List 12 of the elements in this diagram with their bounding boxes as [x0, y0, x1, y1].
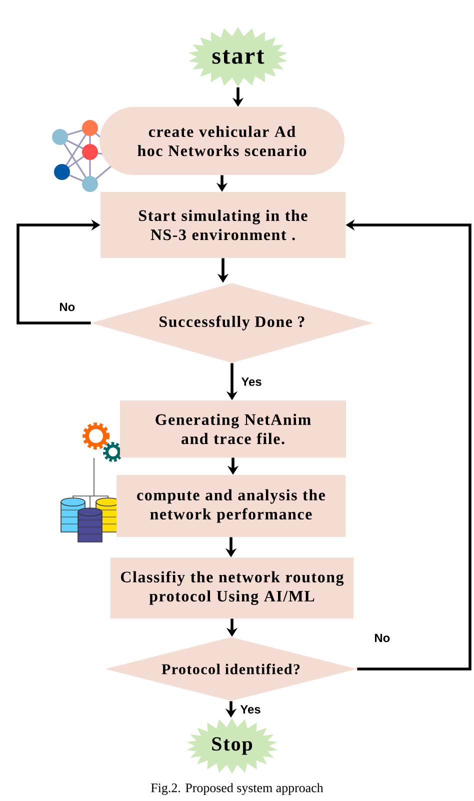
edge-label: Yes — [240, 705, 260, 714]
edge-label: No — [60, 302, 75, 312]
edge-label: No — [375, 634, 390, 642]
terminal-burst: Stop — [186, 718, 278, 774]
process-box: Classifiy the network routong protocol Using AI/ML — [110, 558, 354, 618]
caption: Fig.2. Proposed system approach — [151, 783, 324, 795]
terminal-burst: start — [188, 27, 288, 87]
process-box: compute and analysis the network performance — [116, 475, 346, 537]
process-box: Generating NetAnim and trace file. — [120, 400, 346, 458]
edge-label: Yes — [241, 378, 262, 386]
process-box: Start simulating in the NS-3 environment . — [100, 192, 346, 258]
process-pill: create vehicular Ad hoc Networks scenario — [100, 107, 344, 175]
